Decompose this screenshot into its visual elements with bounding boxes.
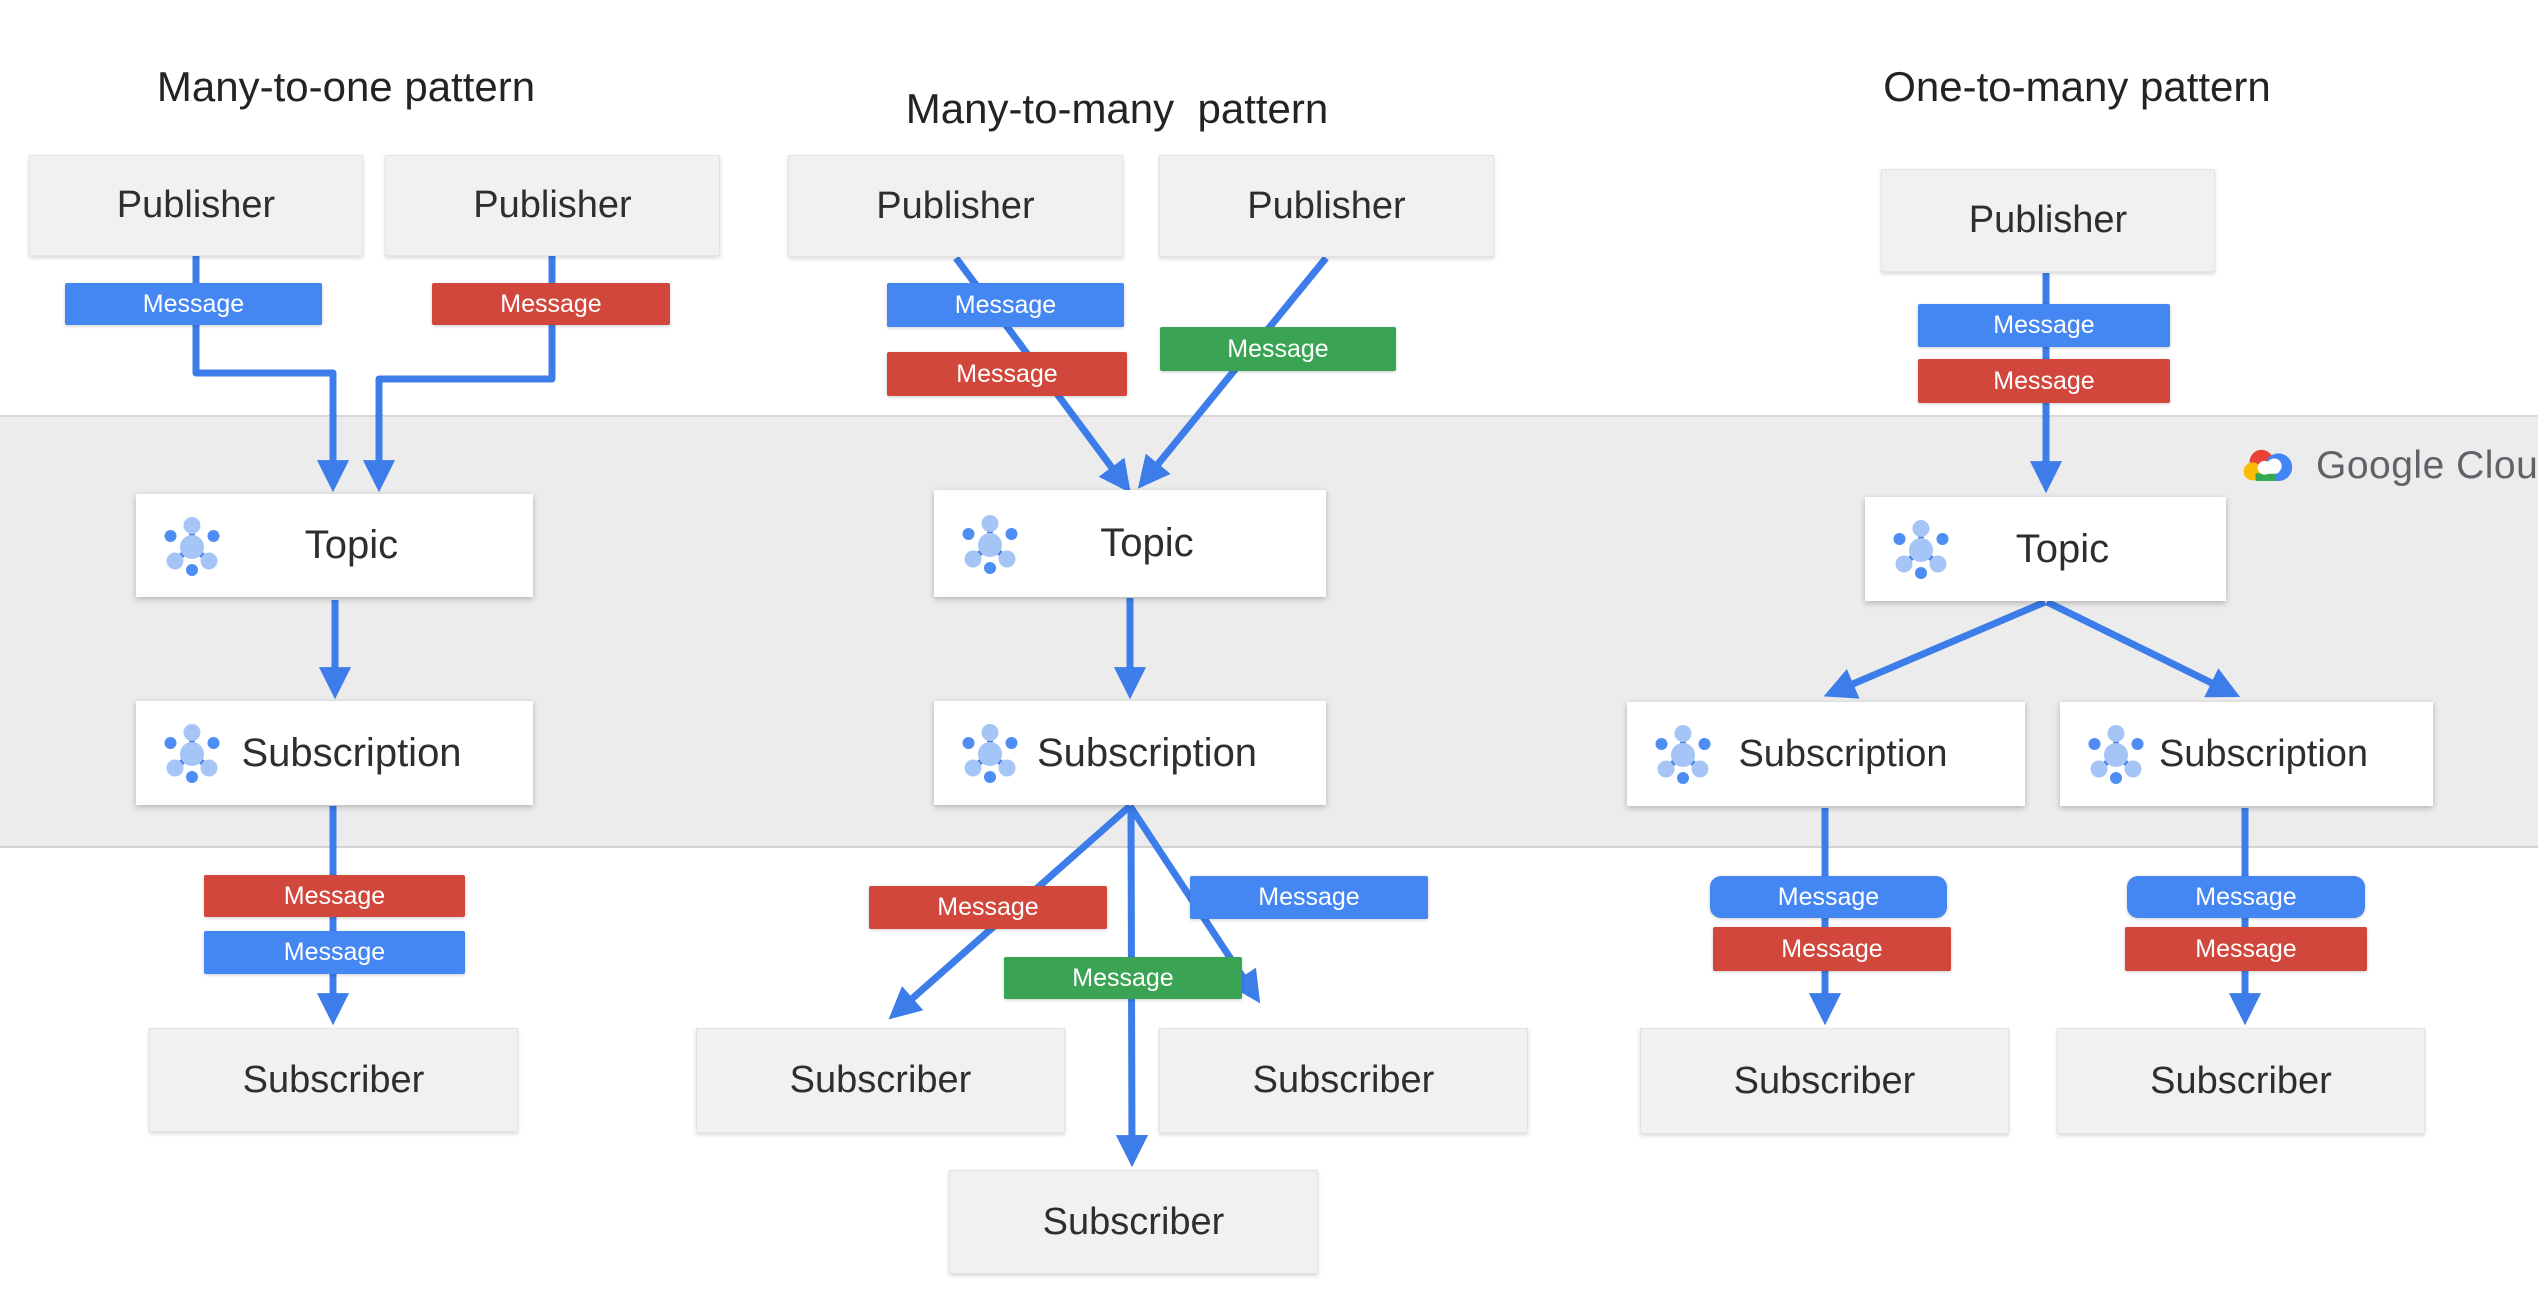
message-badge-blue: Message	[887, 283, 1124, 327]
message-label: Message	[1258, 883, 1360, 911]
topic-box: Topic	[1865, 497, 2226, 601]
subscriber-box: Subscriber	[1159, 1028, 1528, 1133]
google-cloud-icon	[2243, 449, 2293, 481]
pubsub-subscription-icon	[960, 723, 1020, 783]
message-label: Message	[937, 893, 1039, 921]
subscription-box: Subscription	[934, 701, 1326, 805]
pubsub-topic-icon	[960, 514, 1020, 574]
publisher-box: Publisher	[788, 155, 1123, 257]
message-badge-green: Message	[1004, 957, 1242, 999]
subscription-label: Subscription	[1738, 732, 1948, 775]
message-badge-blue: Message	[204, 931, 465, 974]
subscriber-label: Subscriber	[1042, 1200, 1225, 1243]
pubsub-subscription-icon	[162, 723, 222, 783]
subscription-box: Subscription	[2060, 702, 2433, 806]
topic-label: Topic	[304, 523, 399, 567]
message-badge-blue: Message	[65, 283, 322, 325]
message-label: Message	[956, 359, 1058, 388]
subscriber-label: Subscriber	[1252, 1059, 1435, 1101]
message-label: Message	[1993, 311, 2095, 339]
message-label: Message	[1993, 366, 2095, 395]
subscriber-label: Subscriber	[789, 1059, 972, 1101]
message-label: Message	[1781, 934, 1883, 963]
pubsub-topic-icon	[1891, 519, 1951, 579]
subscriber-box: Subscriber	[696, 1028, 1065, 1133]
topic-box: Topic	[934, 490, 1326, 597]
pubsub-subscription-icon	[2086, 724, 2146, 784]
subscription-label: Subscription	[1036, 730, 1258, 775]
message-badge-red: Message	[869, 886, 1107, 929]
message-badge-red: Message	[2125, 927, 2367, 971]
message-label: Message	[283, 881, 386, 910]
pubsub-topic-icon	[162, 516, 222, 576]
message-badge-blue: Message	[2127, 876, 2365, 918]
message-label: Message	[2195, 934, 2297, 963]
message-label: Message	[500, 289, 602, 318]
pattern-title: Many-to-one pattern	[156, 63, 536, 110]
subscription-box: Subscription	[136, 701, 533, 805]
publisher-box: Publisher	[1159, 155, 1494, 257]
message-badge-red: Message	[432, 283, 670, 325]
message-badge-blue: Message	[1190, 876, 1428, 919]
subscriber-box: Subscriber	[149, 1028, 518, 1132]
message-badge-green: Message	[1160, 327, 1396, 371]
publisher-label: Publisher	[876, 184, 1035, 227]
publisher-box: Publisher	[29, 155, 363, 256]
google-cloud-wordmark: Google Cloud	[2316, 444, 2538, 487]
message-label: Message	[954, 290, 1057, 319]
pattern-title: Many-to-many pattern	[905, 85, 1329, 132]
message-label: Message	[1227, 334, 1329, 363]
publisher-box: Publisher	[1881, 169, 2215, 272]
message-label: Message	[283, 938, 386, 966]
message-badge-blue: Message	[1710, 876, 1947, 918]
message-badge-red: Message	[1918, 359, 2170, 403]
message-label: Message	[1777, 882, 1880, 911]
subscriber-box: Subscriber	[2057, 1028, 2425, 1134]
message-label: Message	[1072, 963, 1174, 992]
topic-label: Topic	[1100, 521, 1194, 565]
publisher-box: Publisher	[385, 155, 720, 256]
pubsub-subscription-icon	[1653, 724, 1713, 784]
subscriber-box: Subscriber	[1640, 1028, 2009, 1134]
message-badge-blue: Message	[1918, 304, 2170, 347]
subscriber-label: Subscriber	[1733, 1059, 1916, 1102]
message-badge-red: Message	[204, 875, 465, 917]
topic-box: Topic	[136, 494, 533, 597]
subscriber-label: Subscriber	[242, 1058, 425, 1101]
publisher-label: Publisher	[116, 184, 276, 226]
subscription-label: Subscription	[241, 730, 462, 775]
topic-label: Topic	[2015, 526, 2110, 571]
message-label: Message	[2195, 882, 2297, 911]
subscription-label: Subscription	[2158, 732, 2369, 775]
message-badge-red: Message	[887, 352, 1127, 396]
google-cloud-logo: Google Cloud	[2240, 442, 2538, 490]
pattern-title: One-to-many pattern	[1883, 63, 2271, 110]
subscriber-box: Subscriber	[949, 1170, 1318, 1274]
subscriber-label: Subscriber	[2150, 1059, 2332, 1102]
subscription-box: Subscription	[1627, 702, 2025, 806]
message-label: Message	[142, 289, 245, 318]
publisher-label: Publisher	[1968, 199, 2128, 241]
publisher-label: Publisher	[473, 184, 632, 226]
message-badge-red: Message	[1713, 927, 1951, 971]
publisher-label: Publisher	[1247, 184, 1406, 227]
